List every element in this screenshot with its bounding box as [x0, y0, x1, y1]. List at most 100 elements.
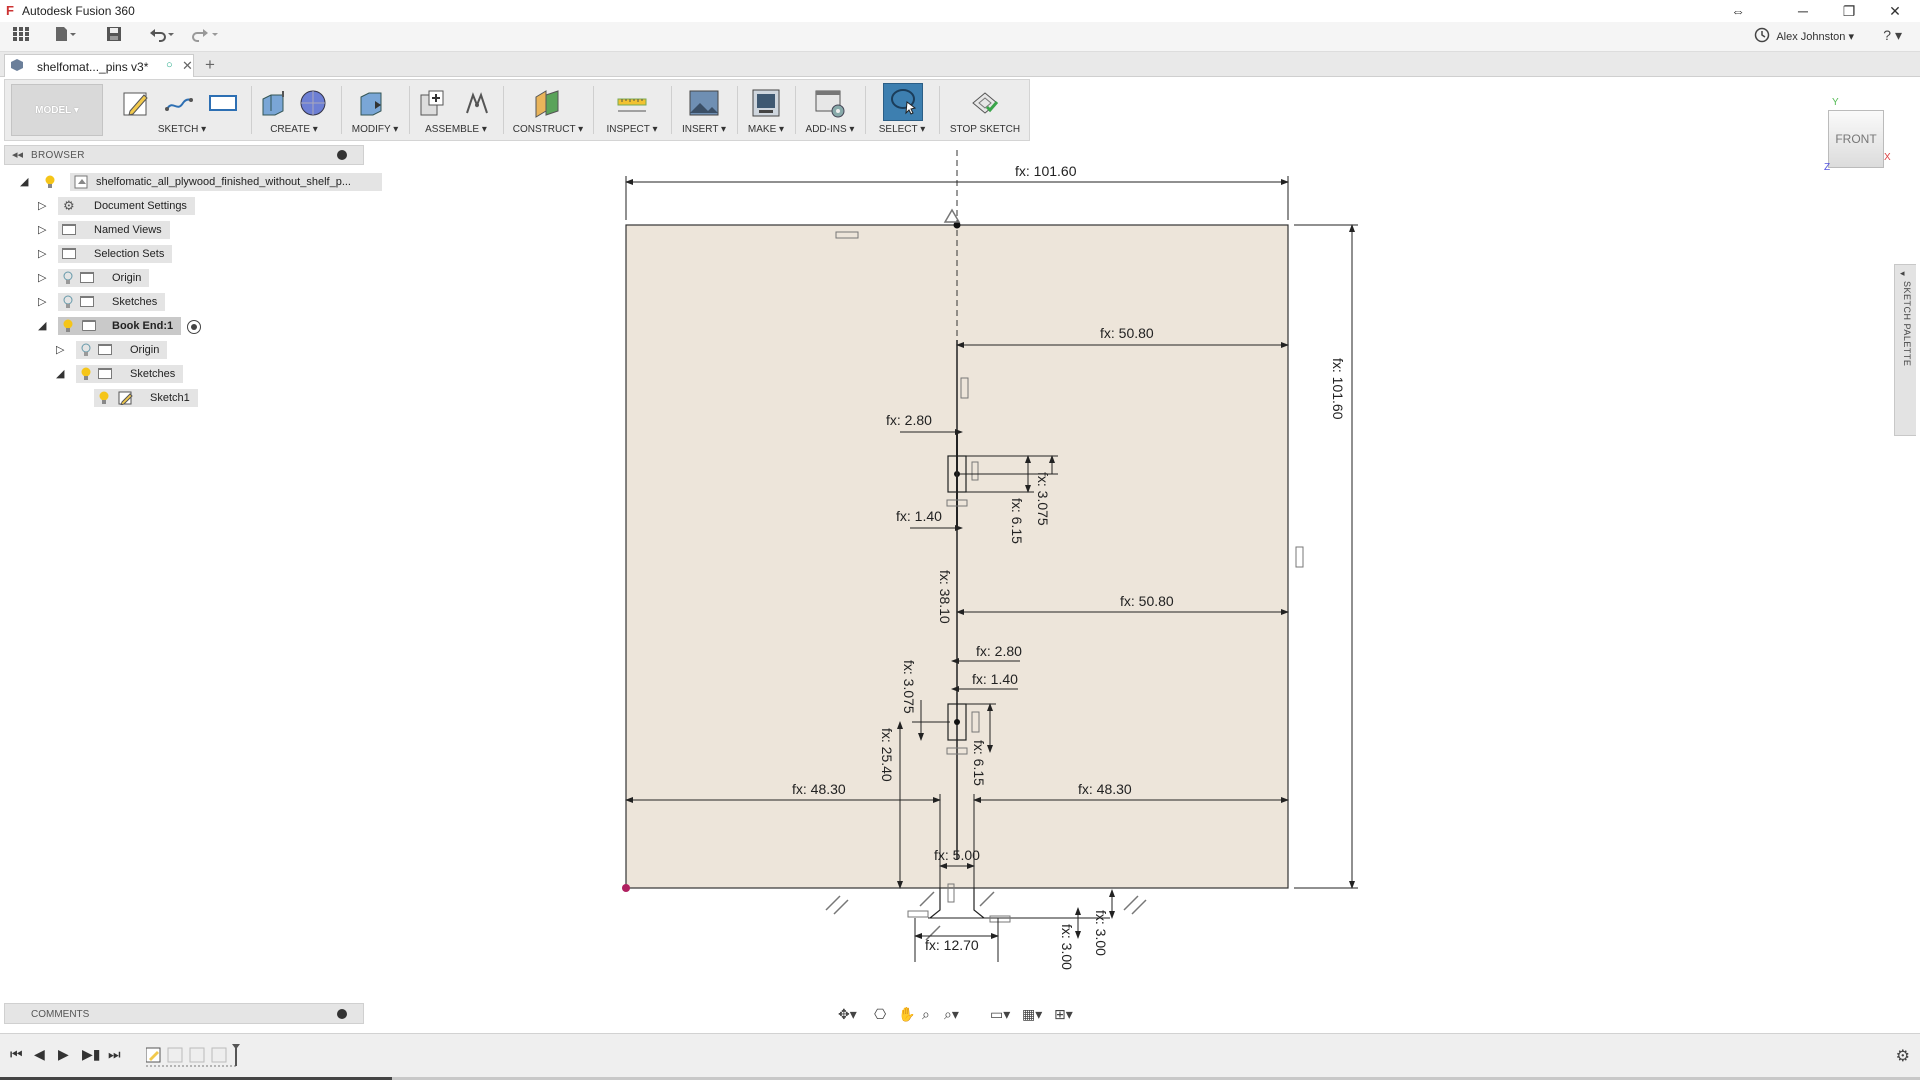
parallel-constraint-icon[interactable]: [1123, 895, 1147, 915]
go-to-end-icon[interactable]: ⏭: [108, 1046, 121, 1062]
pin-hole-slot[interactable]: [947, 703, 967, 741]
expand-triangle-icon[interactable]: ▷: [38, 200, 47, 212]
dimension-text[interactable]: fx: 2.80: [976, 643, 1022, 659]
offset-plane-icon[interactable]: [532, 87, 564, 119]
midpoint-constraint-icon[interactable]: [943, 208, 961, 223]
expand-triangle-icon[interactable]: ▷: [38, 296, 47, 308]
pin-center-point[interactable]: [954, 719, 960, 725]
insert-group[interactable]: INSERT ▾: [675, 80, 733, 140]
stop-sketch-group[interactable]: STOP SKETCH: [943, 80, 1027, 140]
step-back-icon[interactable]: ◀: [34, 1046, 45, 1062]
timeline-settings-icon[interactable]: ⚙: [1895, 1048, 1910, 1065]
select-group[interactable]: SELECT ▾: [869, 80, 935, 140]
restore-button[interactable]: ❐: [1842, 3, 1856, 19]
timeline-feature-icon[interactable]: [211, 1047, 227, 1063]
expand-palette-icon[interactable]: ◂: [1900, 268, 1905, 278]
origin-point[interactable]: [622, 884, 630, 892]
dimension-text[interactable]: fx: 3.00: [1059, 924, 1075, 970]
vertical-constraint-icon[interactable]: [946, 747, 968, 755]
sketch-group[interactable]: SKETCH ▾: [115, 80, 249, 140]
display-settings-icon[interactable]: ▭▾: [990, 1006, 1011, 1022]
history-icon[interactable]: [1754, 27, 1770, 46]
sphere-icon[interactable]: [297, 87, 329, 119]
spline-icon[interactable]: [163, 87, 195, 119]
dimension-text[interactable]: fx: 48.30: [1078, 781, 1132, 797]
pin-hole-slot[interactable]: [947, 455, 967, 493]
inspect-group[interactable]: INSPECT ▾: [597, 80, 667, 140]
dimension-text[interactable]: fx: 2.80: [886, 412, 932, 428]
help-menu[interactable]: ? ▾: [1883, 27, 1902, 43]
orbit-icon[interactable]: ✥▾: [838, 1006, 857, 1022]
dimension-text[interactable]: fx: 6.15: [1009, 498, 1025, 544]
look-at-icon[interactable]: ⎔: [874, 1006, 887, 1022]
stop-sketch-icon[interactable]: [969, 87, 1001, 119]
dimension-text[interactable]: fx: 50.80: [1100, 325, 1154, 341]
step-forward-icon[interactable]: ▶▮: [82, 1046, 101, 1062]
insert-image-icon[interactable]: [688, 87, 720, 119]
vertical-constraint-icon[interactable]: [989, 915, 1011, 923]
dimension-text[interactable]: fx: 101.60: [1330, 358, 1346, 420]
dimension-text[interactable]: fx: 50.80: [1120, 593, 1174, 609]
timeline-feature-icon[interactable]: [167, 1047, 183, 1063]
expand-triangle-icon[interactable]: ◢: [38, 320, 47, 332]
dimension-text[interactable]: fx: 48.30: [792, 781, 846, 797]
create-group[interactable]: CREATE ▾: [253, 80, 335, 140]
assemble-group[interactable]: ASSEMBLE ▾: [413, 80, 499, 140]
lightbulb-icon[interactable]: [44, 175, 56, 189]
undo-icon[interactable]: [146, 26, 176, 48]
vertical-constraint-icon[interactable]: [946, 499, 968, 507]
sketch-point[interactable]: [953, 221, 961, 229]
grid-icon[interactable]: [10, 26, 32, 48]
parallel-constraint-icon[interactable]: [979, 891, 995, 907]
browser-pin-icon[interactable]: [337, 150, 347, 160]
comments-panel[interactable]: COMMENTS: [4, 1003, 364, 1024]
play-icon[interactable]: ▶: [58, 1046, 69, 1062]
dimension-text[interactable]: fx: 3.00: [1093, 910, 1109, 956]
parallel-constraint-icon[interactable]: [825, 895, 849, 915]
modify-group[interactable]: MODIFY ▾: [345, 80, 405, 140]
dimension-text[interactable]: fx: 5.00: [934, 847, 980, 863]
zoom-icon[interactable]: ⌕: [922, 1006, 930, 1022]
horizontal-constraint-icon[interactable]: [947, 883, 955, 903]
lightbulb-off-icon[interactable]: [62, 295, 74, 309]
viewports-icon[interactable]: ⊞▾: [1054, 1006, 1073, 1022]
construct-group[interactable]: CONSTRUCT ▾: [507, 80, 589, 140]
add-ins-group[interactable]: ADD-INS ▾: [799, 80, 861, 140]
activate-component-icon[interactable]: [186, 319, 202, 335]
collapse-browser-icon[interactable]: ◂◂: [12, 149, 24, 161]
measure-icon[interactable]: [616, 87, 648, 119]
comments-pin-icon[interactable]: [337, 1009, 347, 1019]
expand-triangle-icon[interactable]: ▷: [38, 224, 47, 236]
3d-print-icon[interactable]: [750, 87, 782, 119]
user-menu[interactable]: Alex Johnston ▾: [1776, 31, 1854, 43]
new-tab-button[interactable]: +: [205, 55, 215, 74]
lightbulb-icon[interactable]: [62, 319, 74, 333]
lightbulb-off-icon[interactable]: [80, 343, 92, 357]
close-button[interactable]: ✕: [1889, 3, 1901, 19]
lightbulb-off-icon[interactable]: [62, 271, 74, 285]
resize-icon[interactable]: ⇔: [1731, 3, 1745, 19]
dimension-text[interactable]: fx: 1.40: [896, 508, 942, 524]
lightbulb-icon[interactable]: [80, 367, 92, 381]
dimension-text[interactable]: fx: 6.15: [971, 740, 987, 786]
select-lasso-icon[interactable]: [887, 86, 919, 118]
pan-icon[interactable]: ✋: [898, 1006, 916, 1022]
expand-triangle-icon[interactable]: ◢: [20, 176, 29, 188]
lightbulb-icon[interactable]: [98, 391, 110, 405]
redo-icon[interactable]: [190, 26, 220, 48]
create-sketch-icon[interactable]: [120, 87, 152, 119]
bottom-notch-profile[interactable]: [929, 888, 985, 919]
workspace-switcher[interactable]: MODEL ▾: [11, 84, 103, 136]
vertical-constraint-icon[interactable]: [835, 231, 859, 239]
new-component-icon[interactable]: [417, 87, 449, 119]
go-to-start-icon[interactable]: ⏮: [10, 1046, 23, 1062]
dimension-text[interactable]: fx: 3.075: [901, 660, 917, 714]
parallel-constraint-icon[interactable]: [919, 891, 941, 941]
horizontal-constraint-icon[interactable]: [971, 711, 980, 733]
close-tab-button[interactable]: ✕: [182, 58, 193, 73]
file-icon[interactable]: [52, 26, 78, 48]
dimension-text[interactable]: fx: 38.10: [937, 570, 953, 624]
joint-icon[interactable]: [461, 87, 493, 119]
scripts-addins-icon[interactable]: [814, 87, 846, 119]
timeline-features[interactable]: [146, 1044, 246, 1070]
